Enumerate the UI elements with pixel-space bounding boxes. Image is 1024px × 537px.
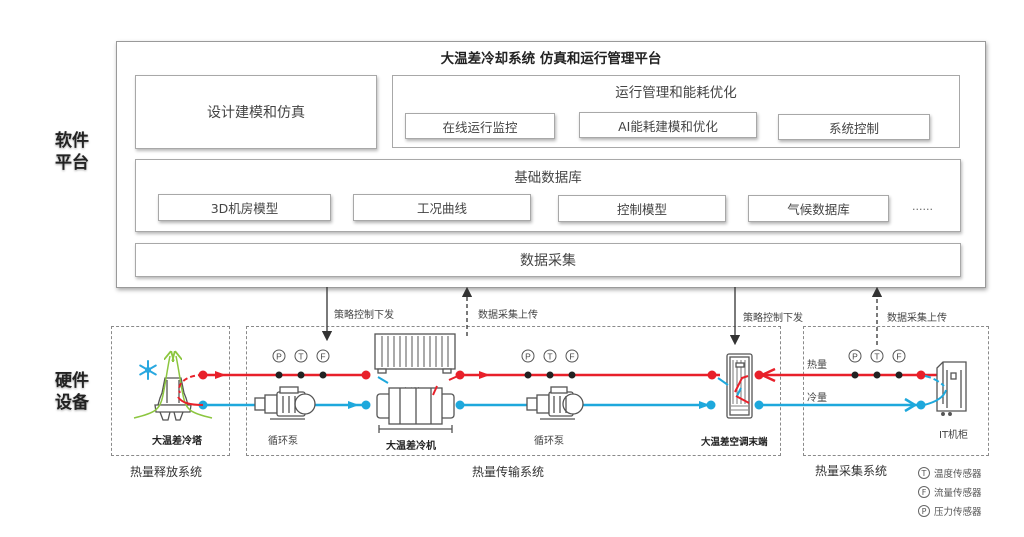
hardware-label-text: 硬件设备 — [55, 371, 89, 413]
ai-energy-optimization-chip[interactable]: AI能耗建模和优化 — [579, 112, 757, 138]
tower-return — [177, 396, 204, 406]
heat-release-system-label: 热量释放系统 — [130, 465, 203, 479]
hx-cold-link — [377, 376, 389, 384]
design-modeling-label: 设计建模和仿真 — [207, 105, 305, 121]
flow-sensor-icon: F — [896, 352, 901, 362]
pump-right-label: 循环泵 — [534, 436, 564, 447]
legend-flow-symbol: F — [918, 486, 930, 498]
db-climate-database-chip[interactable]: 气候数据库 — [748, 195, 889, 222]
software-label-text: 软件平台 — [55, 131, 89, 173]
hx-hot-link — [448, 374, 461, 381]
legend-pressure-label: 压力传感器 — [934, 507, 982, 518]
flow-sensor-icon: F — [320, 352, 325, 362]
heat-transfer-system-box — [246, 326, 781, 456]
db-working-curve-chip[interactable]: 工况曲线 — [353, 194, 531, 221]
platform-title: 大温差冷却系统 仿真和运行管理平台 — [440, 51, 662, 67]
legend-temperature: T 温度传感器 — [918, 466, 982, 480]
database-title: 基础数据库 — [514, 170, 582, 186]
online-monitoring-chip[interactable]: 在线运行监控 — [405, 113, 555, 139]
temperature-sensor-icon: T — [874, 352, 879, 362]
terminal-cold-link — [717, 377, 742, 397]
tower-hot-inlet — [178, 374, 204, 394]
heat-collection-system-box — [803, 326, 989, 456]
snowflake-icon — [139, 360, 157, 380]
plate-heat-exchanger-icon — [374, 333, 456, 374]
hardware-device-label: 硬件设备 — [52, 370, 92, 414]
cabinet-cold-link — [923, 389, 947, 406]
terminal-hot-link — [734, 375, 750, 404]
cold-label: 冷量 — [807, 393, 827, 404]
it-cabinet-label: IT机柜 — [939, 430, 969, 441]
sensor-group-middle: P T F — [521, 349, 579, 379]
pressure-sensor-icon: P — [525, 352, 531, 362]
chiller-hot-link — [432, 385, 438, 396]
heat-plume-icon — [133, 356, 213, 419]
cabinet-hot-link — [924, 375, 945, 387]
db-3d-room-model-chip[interactable]: 3D机房模型 — [158, 194, 331, 221]
sensor-group-right: P T F — [848, 349, 906, 379]
design-modeling-box[interactable]: 设计建模和仿真 — [135, 75, 377, 149]
cooling-tower-label: 大温差冷塔 — [152, 436, 202, 447]
chiller-label: 大温差冷机 — [386, 441, 436, 452]
db-control-model-chip[interactable]: 控制模型 — [558, 195, 726, 222]
heat-collection-system-label: 热量采集系统 — [815, 464, 888, 478]
legend-flow: F 流量传感器 — [918, 485, 982, 499]
data-collection-bar[interactable]: 数据采集 — [135, 243, 961, 277]
legend-flow-label: 流量传感器 — [934, 488, 982, 499]
chiller-icon — [376, 387, 455, 433]
operation-management-title: 运行管理和能耗优化 — [615, 85, 737, 101]
heat-release-system-box — [111, 326, 230, 456]
ac-terminal-icon — [726, 353, 753, 419]
legend-temperature-symbol: T — [918, 467, 930, 479]
data-up-label-1: 数据采集上传 — [478, 310, 538, 321]
cooling-tower-icon — [154, 377, 192, 421]
control-down-label-2: 策略控制下发 — [743, 313, 803, 324]
ac-terminal-label: 大温差空调末端 — [701, 437, 768, 448]
legend-temperature-label: 温度传感器 — [934, 469, 982, 480]
sensor-group-left: P T F — [272, 349, 330, 379]
legend-pressure: P 压力传感器 — [918, 504, 982, 518]
db-more-ellipsis: ...... — [912, 200, 933, 213]
circulation-pump-icon — [254, 386, 316, 420]
cold-water-pipe — [198, 397, 926, 413]
data-collection-label: 数据采集 — [520, 253, 576, 269]
legend-pressure-symbol: P — [918, 505, 930, 517]
software-platform-label: 软件平台 — [52, 130, 92, 174]
pump-left-label: 循环泵 — [268, 436, 298, 447]
data-up-label-2: 数据采集上传 — [887, 313, 947, 324]
pressure-sensor-icon: P — [276, 352, 282, 362]
control-down-label-1: 策略控制下发 — [334, 310, 394, 321]
pressure-sensor-icon: P — [852, 352, 858, 362]
temperature-sensor-icon: T — [547, 352, 552, 362]
hot-label: 热量 — [807, 360, 827, 371]
heat-transfer-system-label: 热量传输系统 — [472, 465, 545, 479]
flow-sensor-icon: F — [569, 352, 574, 362]
temperature-sensor-icon: T — [298, 352, 303, 362]
hot-water-pipe — [198, 367, 943, 383]
system-control-chip[interactable]: 系统控制 — [778, 114, 930, 140]
circulation-pump-icon — [526, 386, 584, 420]
it-cabinet-icon — [936, 361, 967, 416]
